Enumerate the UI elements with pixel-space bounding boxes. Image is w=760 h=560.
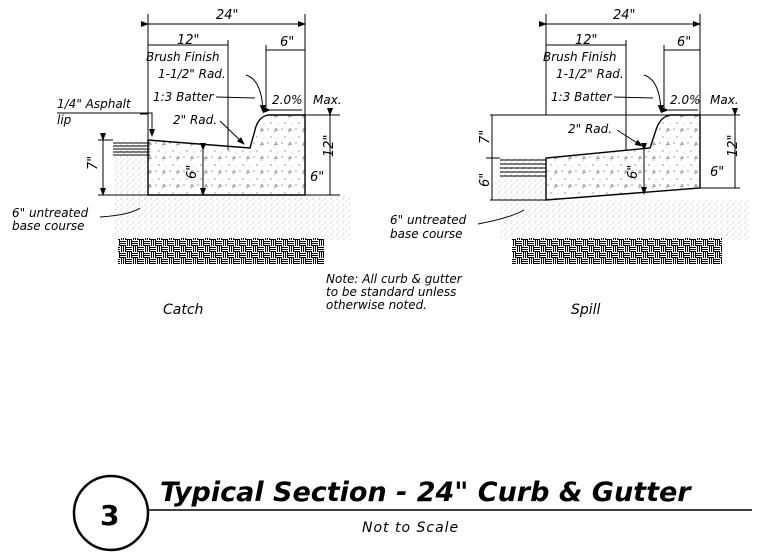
catch-asphalt-lip-2: lip [57,113,72,127]
note-line-1: Note: All curb & gutter [326,272,463,286]
general-note: Note: All curb & gutter to be standard u… [326,272,463,312]
catch-dim-total: 24" [216,8,239,23]
spill-batter: 1:3 Batter [551,90,613,104]
spill-base-1: 6" untreated [390,213,467,227]
spill-caption: Spill [571,302,601,318]
catch-slope: 2.0% [272,93,303,107]
spill-dim-top: 6" [677,35,691,50]
spill-slope: 2.0% [670,93,701,107]
catch-slope-max: Max. [313,93,342,107]
spill-dim-half: 12" [575,33,598,48]
catch-asphalt-lip-1: 1/4" Asphalt [57,97,132,111]
spill-dim-toe: 6" [710,165,724,180]
spill-dim-curb-height: 12" [726,134,741,157]
spill-dim-lower: 6" [478,173,493,187]
spill-radius-top: 1-1/2" Rad. [556,67,624,81]
detail-subtitle: Not to Scale [362,520,459,536]
spill-concrete [545,114,701,201]
spill-base-course [500,200,750,240]
spill-base-2: base course [390,227,463,241]
catch-base-course [115,195,350,240]
catch-concrete [147,114,306,196]
catch-subgrade [118,238,324,264]
note-line-3: otherwise noted. [326,298,427,312]
catch-native-soil [115,140,148,195]
catch-dim-top: 6" [280,35,294,50]
catch-asphalt-lines [113,142,150,156]
catch-dim-toe: 6" [310,170,324,185]
spill-section: 24" 12" 6" Brush Finish 1-1/2" Rad. 1:3 … [390,8,750,318]
catch-dim-half: 12" [177,33,200,48]
catch-base-1: 6" untreated [12,206,89,220]
catch-radius-top: 1-1/2" Rad. [158,67,226,81]
spill-dim-upper: 7" [478,130,493,144]
note-line-2: to be standard unless [326,285,456,299]
detail-number: 3 [100,499,119,532]
title-block: 3 Typical Section - 24" Curb & Gutter No… [72,474,752,552]
catch-dim-curb-height: 12" [322,134,337,157]
catch-base-2: base course [12,219,85,233]
spill-slope-max: Max. [710,93,739,107]
catch-batter: 1:3 Batter [153,90,215,104]
spill-asphalt-lines [500,159,546,177]
spill-radius-gutter: 2" Rad. [568,122,612,136]
catch-brush-finish: Brush Finish [146,50,219,64]
catch-dim-thickness: 6" [185,165,200,179]
spill-dim-thickness: 6" [626,165,641,179]
catch-radius-gutter: 2" Rad. [173,113,217,127]
catch-caption: Catch [163,302,203,318]
spill-dim-total: 24" [613,8,636,23]
spill-brush-finish: Brush Finish [543,50,616,64]
catch-section: 24" 12" 6" Brush Finish 1-1/2" Rad. 1:3 … [12,8,350,318]
detail-number-circle [72,474,150,552]
spill-subgrade [512,238,722,264]
catch-dim-gutter-depth: 7" [86,156,101,170]
detail-title: Typical Section - 24" Curb & Gutter [160,477,692,508]
